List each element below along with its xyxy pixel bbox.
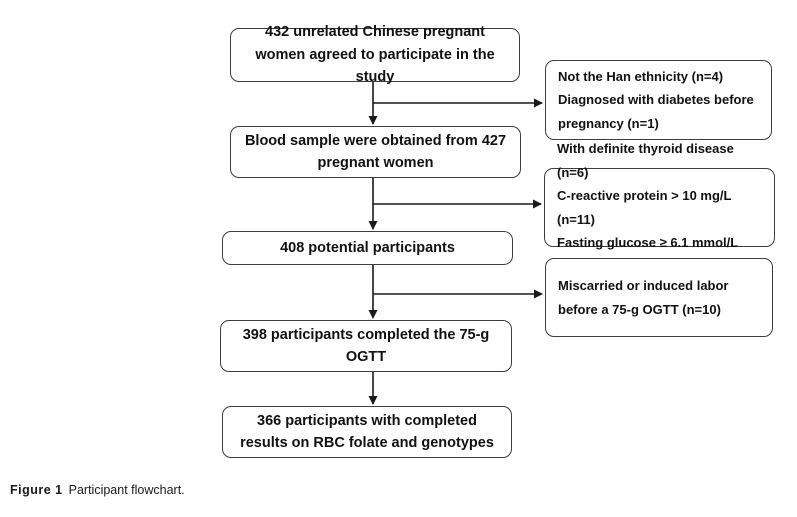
flow-box-exclusion-1: Not the Han ethnicity (n=4) Diagnosed wi… <box>545 60 772 140</box>
flow-box-blood-sample-text: Blood sample were obtained from 427 preg… <box>244 132 507 171</box>
flow-box-potential: 408 potential participants <box>222 231 513 265</box>
figure-caption-text: Participant flowchart. <box>68 483 185 497</box>
figure-caption: Figure 1 Participant flowchart. <box>10 483 185 497</box>
flow-box-enrolled: 432 unrelated Chinese pregnant women agr… <box>230 24 520 85</box>
flow-box-exclusion-3: Miscarried or induced labor before a 75-… <box>545 258 773 337</box>
flow-box-blood-sample: Blood sample were obtained from 427 preg… <box>230 126 521 178</box>
flow-box-potential-text: 408 potential participants <box>280 239 455 256</box>
exclusion-2-line: C-reactive protein > 10 mg/L (n=11) <box>557 188 732 227</box>
flow-box-final-sample: 366 participants with completed results … <box>222 406 512 458</box>
exclusion-1-line: Not the Han ethnicity (n=4) <box>558 68 724 84</box>
flow-box-enrolled-text: 432 unrelated Chinese pregnant women agr… <box>255 24 495 86</box>
figure-caption-label: Figure 1 <box>10 483 63 497</box>
flow-box-final-sample-text: 366 participants with completed results … <box>240 412 494 451</box>
exclusion-3-line: Miscarried or induced labor before a 75-… <box>558 278 729 317</box>
flow-box-ogtt-completed: 398 participants completed the 75-g OGTT <box>220 320 512 372</box>
flow-box-ogtt-completed-text: 398 participants completed the 75-g OGTT <box>242 326 490 365</box>
exclusion-2-line: With definite thyroid disease (n=6) <box>557 141 734 180</box>
exclusion-1-line: Diagnosed with diabetes before pregnancy… <box>558 92 754 131</box>
flow-box-exclusion-2: With definite thyroid disease (n=6) C-re… <box>544 141 775 273</box>
